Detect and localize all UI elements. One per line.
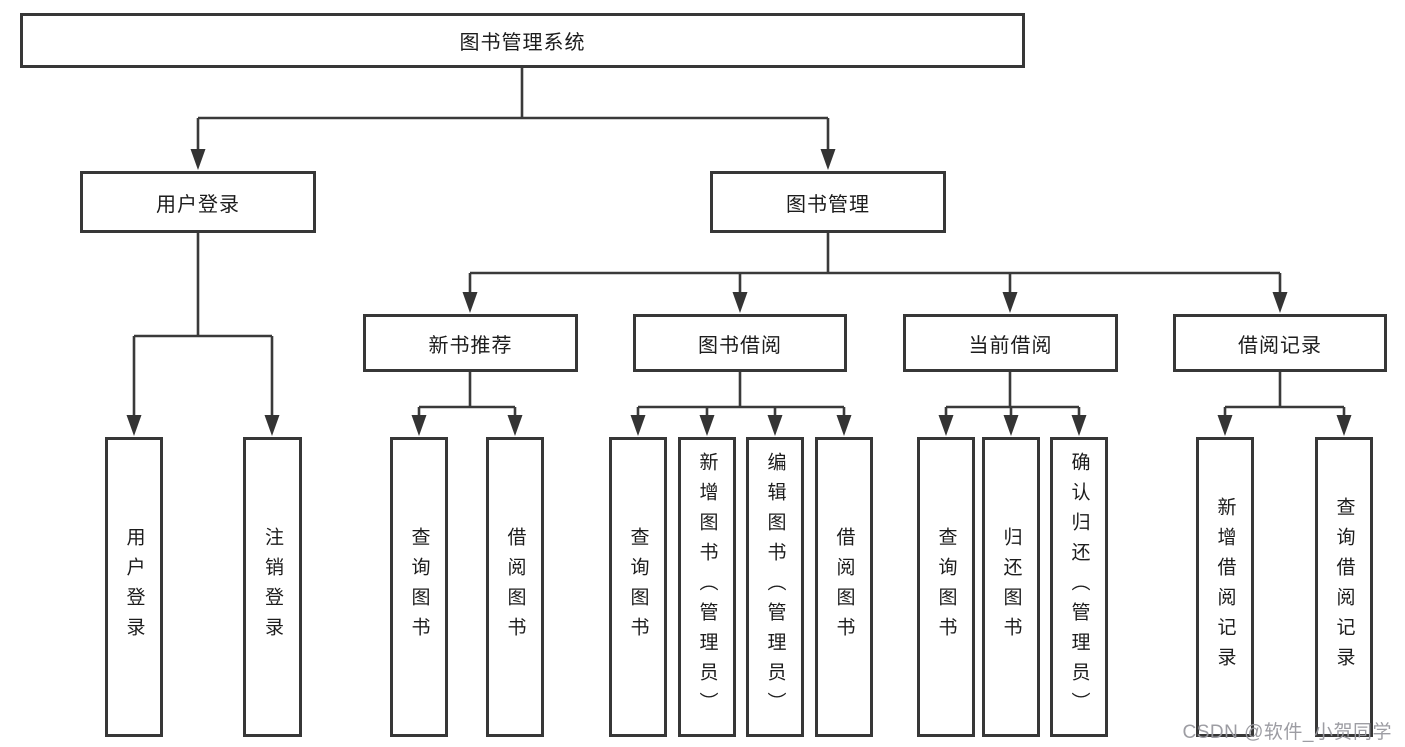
leaf-user-login: 用户登录 bbox=[105, 437, 163, 737]
leaf-query-borrow-record: 查询借阅记录 bbox=[1315, 437, 1373, 737]
node-current-borrow-label: 当前借阅 bbox=[968, 334, 1053, 357]
leaf-borrow-books-1: 借阅图书 bbox=[486, 437, 544, 737]
watermark: CSDN @软件_小贺同学 bbox=[1182, 722, 1392, 743]
node-borrow-records-label: 借阅记录 bbox=[1238, 334, 1322, 357]
leaf-borrow-books-2: 借阅图书 bbox=[815, 437, 873, 737]
node-book-borrow: 图书借阅 bbox=[633, 314, 847, 372]
node-new-book-recommend: 新书推荐 bbox=[363, 314, 578, 372]
node-book-management: 图书管理 bbox=[710, 171, 946, 233]
leaf-return-books-label: 归还图书 bbox=[1000, 527, 1022, 647]
node-book-borrow-label: 图书借阅 bbox=[698, 334, 782, 357]
leaf-query-books-2: 查询图书 bbox=[609, 437, 667, 737]
node-current-borrow: 当前借阅 bbox=[903, 314, 1118, 372]
leaf-query-books-2-label: 查询图书 bbox=[627, 527, 649, 647]
leaf-query-books-1: 查询图书 bbox=[390, 437, 448, 737]
leaf-edit-book-admin-label: 编辑图书（管理员） bbox=[764, 452, 786, 722]
leaf-edit-book-admin: 编辑图书（管理员） bbox=[746, 437, 804, 737]
node-root: 图书管理系统 bbox=[20, 13, 1025, 68]
leaf-logout-login-label: 注销登录 bbox=[262, 527, 283, 647]
leaf-borrow-books-1-label: 借阅图书 bbox=[504, 527, 526, 647]
leaf-query-borrow-record-label: 查询借阅记录 bbox=[1333, 497, 1355, 677]
node-book-management-label: 图书管理 bbox=[786, 193, 870, 216]
node-user-login-label: 用户登录 bbox=[156, 193, 240, 216]
leaf-confirm-return-admin-label: 确认归还（管理员） bbox=[1068, 452, 1090, 722]
leaf-return-books: 归还图书 bbox=[982, 437, 1040, 737]
node-borrow-records: 借阅记录 bbox=[1173, 314, 1387, 372]
node-user-login: 用户登录 bbox=[80, 171, 316, 233]
leaf-user-login-label: 用户登录 bbox=[123, 527, 145, 647]
leaf-logout-login: 注销登录 bbox=[243, 437, 302, 737]
leaf-borrow-books-2-label: 借阅图书 bbox=[833, 527, 855, 647]
leaf-query-books-3: 查询图书 bbox=[917, 437, 975, 737]
leaf-add-borrow-record: 新增借阅记录 bbox=[1196, 437, 1254, 737]
leaf-add-borrow-record-label: 新增借阅记录 bbox=[1214, 497, 1236, 677]
node-root-label: 图书管理系统 bbox=[459, 32, 586, 54]
leaf-query-books-3-label: 查询图书 bbox=[935, 527, 957, 647]
leaf-add-book-admin: 新增图书（管理员） bbox=[678, 437, 736, 737]
leaf-query-books-1-label: 查询图书 bbox=[408, 527, 430, 647]
node-new-book-recommend-label: 新书推荐 bbox=[428, 334, 513, 357]
leaf-confirm-return-admin: 确认归还（管理员） bbox=[1050, 437, 1108, 737]
leaf-add-book-admin-label: 新增图书（管理员） bbox=[696, 452, 718, 722]
